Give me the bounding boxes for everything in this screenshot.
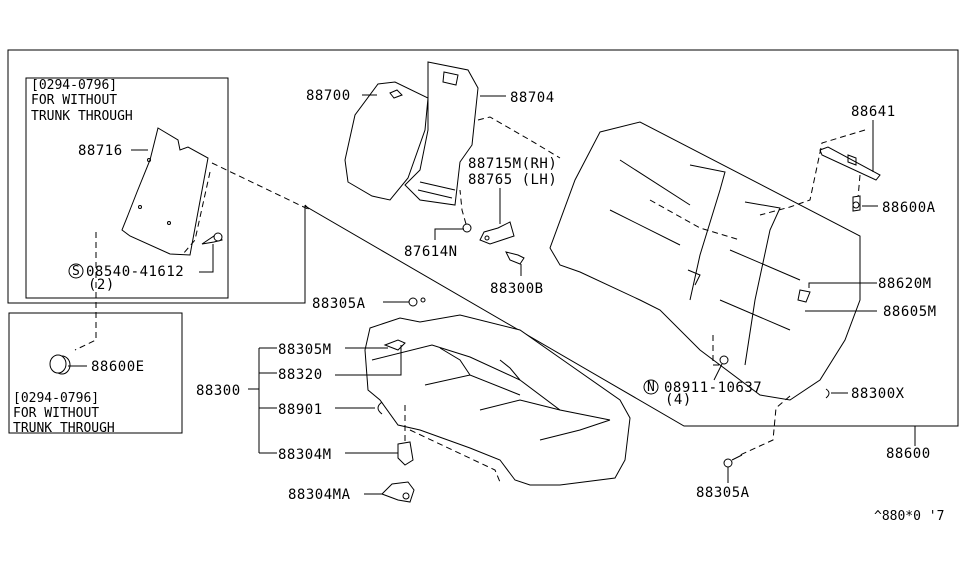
inset-top-date: [0294-0796] xyxy=(31,78,117,93)
part-88300B-bolt[interactable] xyxy=(505,251,525,265)
leader-88320 xyxy=(335,345,402,376)
part-88901-clip[interactable] xyxy=(377,401,383,415)
inset-bottom-line1: FOR WITHOUT xyxy=(13,406,99,421)
link-dash-cushion xyxy=(409,429,501,483)
n-circle-icon xyxy=(643,379,659,395)
part-88304MA-clip[interactable] xyxy=(381,481,415,503)
label-88901[interactable]: 88901 xyxy=(278,402,323,418)
footer-code: ^880*0 '7 xyxy=(874,509,944,524)
label-08540-41612[interactable]: 08540-41612 xyxy=(86,264,184,280)
part-88700-armrest[interactable] xyxy=(344,81,429,201)
label-08540-qty: (2) xyxy=(88,277,115,293)
part-87614N-clip[interactable] xyxy=(462,223,472,233)
part-88641-bracket[interactable] xyxy=(819,146,881,181)
label-88600A[interactable]: 88600A xyxy=(882,200,936,216)
label-88305M[interactable]: 88305M xyxy=(278,342,332,358)
label-88605M[interactable]: 88605M xyxy=(883,304,937,320)
part-88304M-clip[interactable] xyxy=(397,441,414,466)
label-88304M[interactable]: 88304M xyxy=(278,447,332,463)
inset-top-line1: FOR WITHOUT xyxy=(31,93,117,108)
assembly-frame-88600 xyxy=(7,49,959,427)
link-dash-panel xyxy=(211,162,311,211)
link-dash-88600A xyxy=(857,174,861,199)
part-seatback[interactable] xyxy=(549,121,861,401)
label-88704[interactable]: 88704 xyxy=(510,90,555,106)
label-88320[interactable]: 88320 xyxy=(278,367,323,383)
s-circle-icon xyxy=(68,263,84,279)
leader-87614N xyxy=(434,228,464,240)
label-08911-qty: (4) xyxy=(665,392,692,408)
label-88716[interactable]: 88716 xyxy=(78,143,123,159)
label-88765[interactable]: 88765 (LH) xyxy=(468,172,557,188)
inset-bottom-date: [0294-0796] xyxy=(13,391,99,406)
part-88305A-top-clip[interactable] xyxy=(408,297,426,307)
label-88641[interactable]: 88641 xyxy=(851,104,896,120)
label-88300B[interactable]: 88300B xyxy=(490,281,544,297)
n-prefix: N xyxy=(647,380,655,395)
label-88600E[interactable]: 88600E xyxy=(91,359,145,375)
part-88300X-clip[interactable] xyxy=(825,388,830,399)
part-88715M-hinge[interactable] xyxy=(479,221,515,245)
link-dash-88600E xyxy=(74,232,97,351)
label-87614N[interactable]: 87614N xyxy=(404,244,458,260)
part-88600A-bolt[interactable] xyxy=(852,195,861,212)
inset-bottom-line2: TRUNK THROUGH xyxy=(13,421,115,436)
part-88600E-clip[interactable] xyxy=(49,354,71,375)
label-88305A-top[interactable]: 88305A xyxy=(312,296,366,312)
link-dash-88641 xyxy=(759,129,866,216)
label-08911-10637[interactable]: 08911-10637 xyxy=(664,380,762,396)
part-seat-cushion[interactable] xyxy=(364,314,631,486)
label-88300X[interactable]: 88300X xyxy=(851,386,905,402)
leader-08911 xyxy=(713,363,723,381)
screw-08540-icon[interactable] xyxy=(201,232,223,245)
inset-top-line2: TRUNK THROUGH xyxy=(31,109,133,124)
part-88305A-bottom-clip[interactable] xyxy=(723,454,743,468)
part-08911-nut[interactable] xyxy=(719,355,729,365)
label-88300[interactable]: 88300 xyxy=(196,383,241,399)
part-88704-frame[interactable] xyxy=(404,61,479,206)
link-dash-87614N xyxy=(459,189,467,225)
part-88305M-clip[interactable] xyxy=(383,339,406,351)
inset-box-top xyxy=(25,77,229,299)
label-88600[interactable]: 88600 xyxy=(886,446,931,462)
part-88716-panel[interactable] xyxy=(121,127,211,256)
label-88304MA[interactable]: 88304MA xyxy=(288,487,351,503)
link-dash-08911 xyxy=(712,335,720,366)
leader-88620M xyxy=(808,282,877,288)
link-dash-88305A-bottom xyxy=(739,395,791,456)
label-88700[interactable]: 88700 xyxy=(306,88,351,104)
leader-08540 xyxy=(199,244,214,273)
label-88620M[interactable]: 88620M xyxy=(878,276,932,292)
label-88305A-bottom[interactable]: 88305A xyxy=(696,485,750,501)
label-88715M[interactable]: 88715M(RH) xyxy=(468,156,557,172)
link-dash-88704 xyxy=(477,116,561,159)
s-prefix: S xyxy=(72,264,80,279)
